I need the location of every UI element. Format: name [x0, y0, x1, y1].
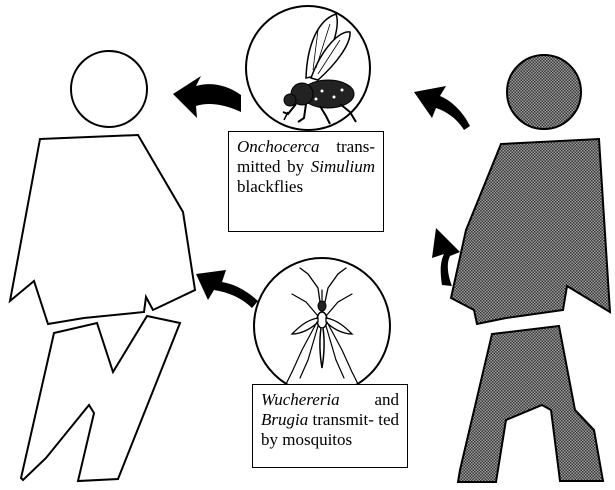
infected-person-figure: [451, 55, 610, 482]
infected-person-body: [451, 139, 610, 324]
curved-arrow-icon: [173, 76, 241, 118]
blackfly-caption: Onchocerca trans- mitted by Simulium bla…: [228, 131, 384, 232]
infected-person-head: [507, 55, 581, 129]
infected-person-legs: [458, 326, 603, 482]
caption-text: trans-: [336, 137, 375, 156]
uninfected-person-legs: [21, 316, 180, 481]
uninfected-person-body: [10, 135, 195, 324]
caption-text: transmit-: [313, 410, 374, 429]
curved-arrow-icon: [414, 86, 470, 130]
brugia-genus-label: Brugia: [261, 410, 308, 429]
caption-text: blackflies: [237, 177, 303, 196]
uninfected-person-figure: [10, 51, 195, 481]
simulium-genus-label: Simulium: [311, 157, 375, 176]
caption-text: and: [374, 390, 399, 409]
wuchereria-genus-label: Wuchereria: [261, 390, 340, 409]
onchocerca-genus-label: Onchocerca: [237, 137, 319, 156]
mosquito-caption: Wuchereria and Brugia transmit- ted by m…: [252, 384, 408, 468]
caption-text: mitted by: [237, 157, 304, 176]
uninfected-person-head: [71, 51, 147, 127]
curved-arrow-icon: [196, 270, 258, 308]
